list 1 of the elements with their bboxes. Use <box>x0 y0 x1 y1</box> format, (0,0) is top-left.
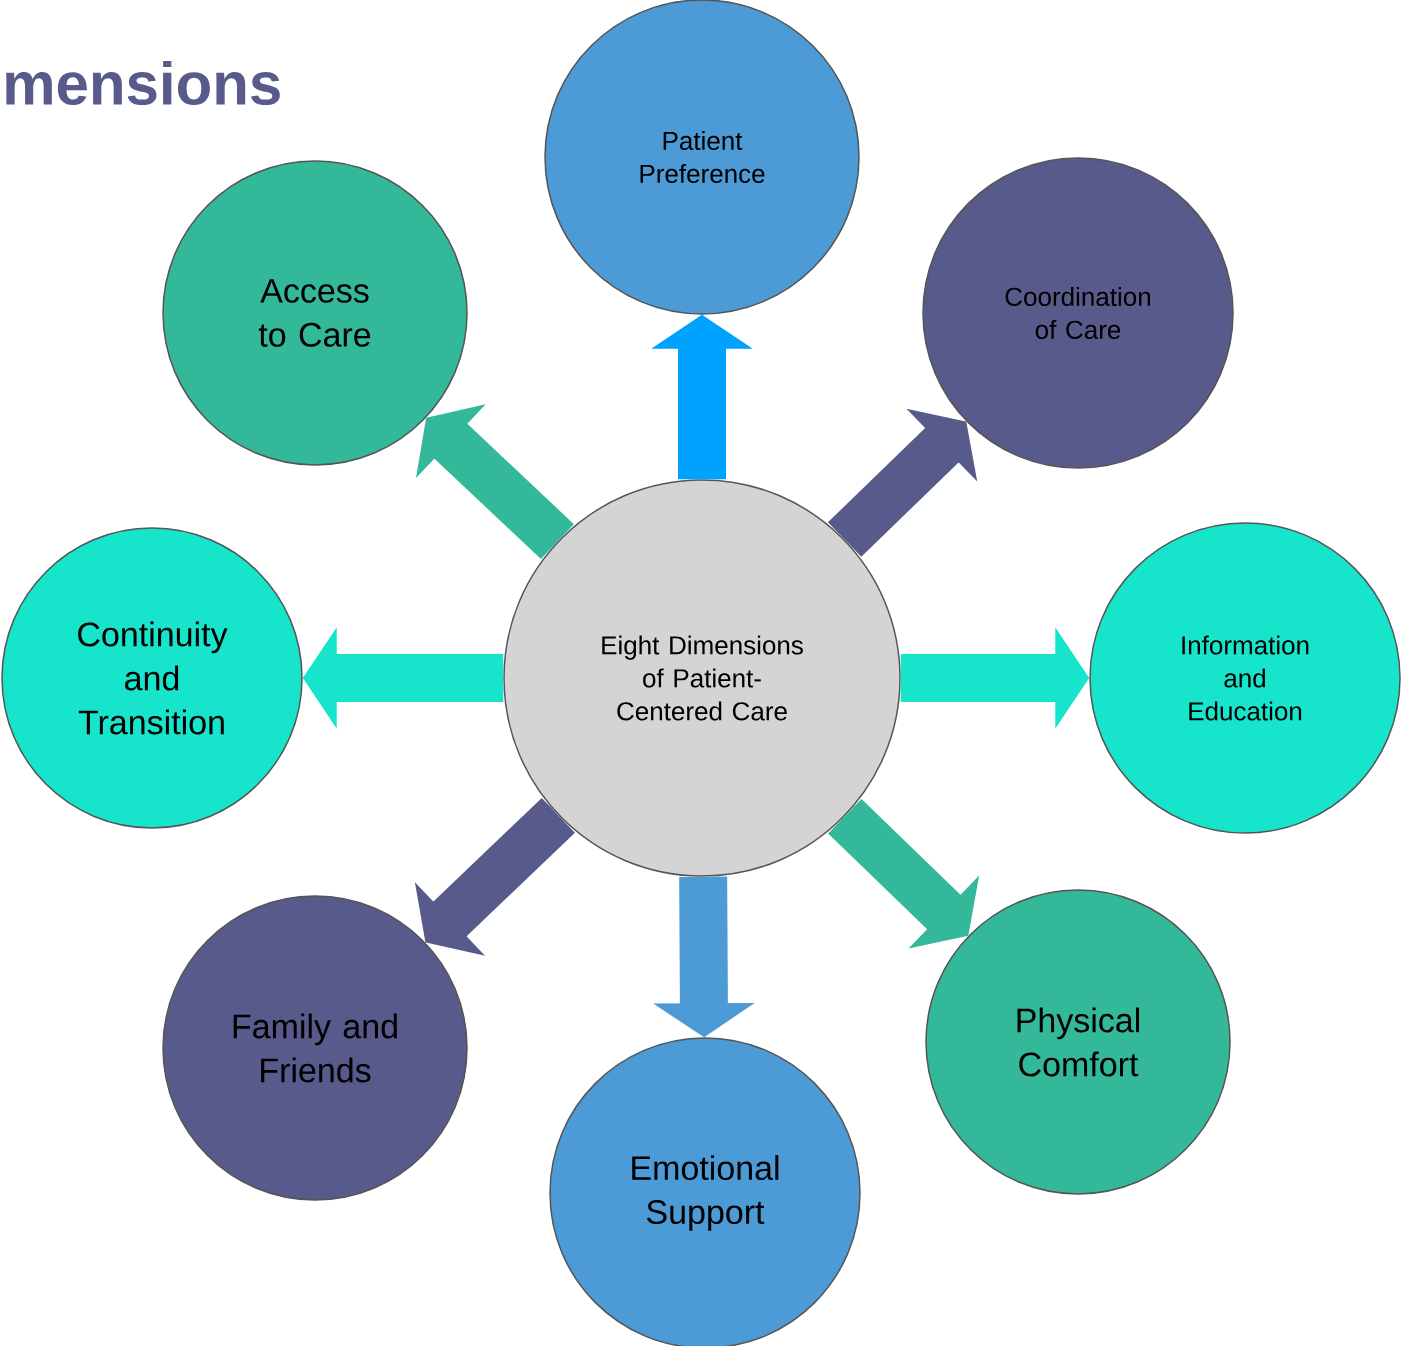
title: mensions <box>6 60 280 105</box>
